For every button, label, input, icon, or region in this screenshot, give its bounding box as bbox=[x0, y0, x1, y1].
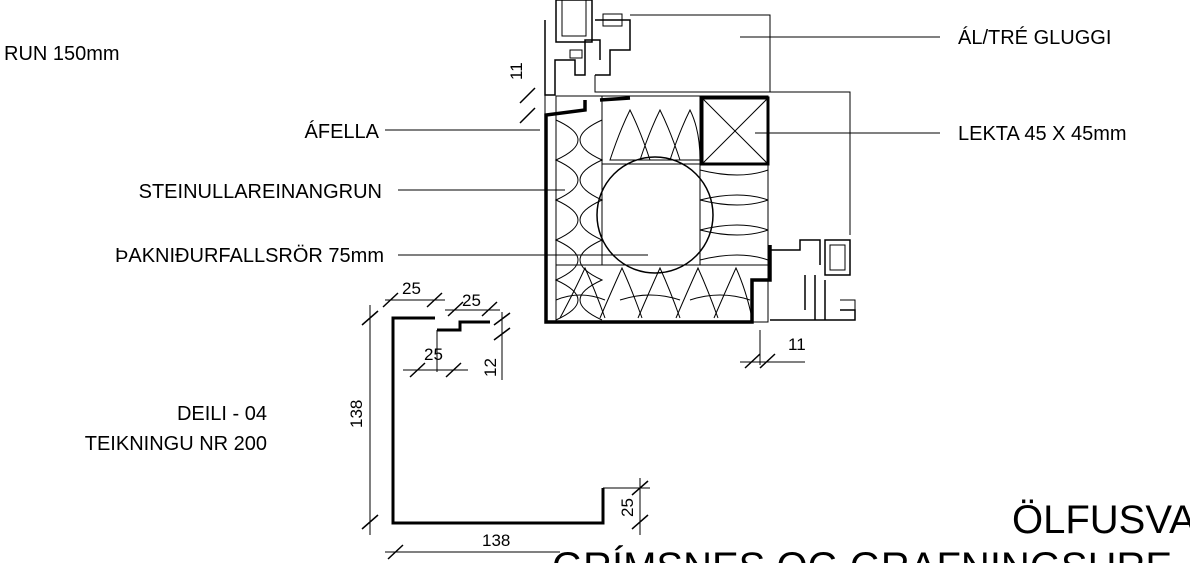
window-frame-top bbox=[544, 0, 851, 235]
label-detail-ref-1: DEILI - 04 bbox=[177, 403, 267, 425]
insulation-hatching bbox=[554, 108, 769, 321]
label-insulation: STEINULLAREINANGRUN bbox=[139, 181, 382, 203]
dim-flash-top-left: 25 bbox=[402, 279, 421, 298]
dim-gap-top-value: 11 bbox=[507, 62, 526, 80]
label-downpipe: ÞAKNIÐURFALLSRÖR 75mm bbox=[115, 245, 384, 267]
dim-gap-bottom: 11 bbox=[740, 330, 806, 369]
window-frame-bottom bbox=[770, 239, 856, 321]
label-flashing: ÁFELLA bbox=[305, 120, 380, 143]
dim-flash-top-right: 25 bbox=[462, 291, 481, 310]
dim-flash-step-height: 12 bbox=[481, 358, 500, 377]
downpipe-circle bbox=[596, 156, 714, 274]
dim-flash-lip: 25 bbox=[618, 498, 637, 517]
label-batten: LEKTA 45 X 45mm bbox=[958, 123, 1127, 145]
label-window: ÁL/TRÉ GLUGGI bbox=[958, 26, 1111, 49]
dim-gap-bottom-value: 11 bbox=[788, 335, 806, 354]
batten-45x45 bbox=[700, 96, 770, 166]
flashing-profile: 25 25 25 12 138 138 25 bbox=[347, 279, 650, 560]
wall-section bbox=[544, 95, 772, 324]
label-detail-ref-2: TEIKNINGU NR 200 bbox=[85, 433, 267, 455]
title-line-1: ÖLFUSVA bbox=[1012, 498, 1190, 542]
dim-flash-width: 138 bbox=[482, 531, 510, 550]
dim-gap-top: 11 bbox=[507, 40, 546, 130]
dim-flash-step-width: 25 bbox=[424, 345, 443, 364]
leader-lines bbox=[385, 36, 940, 256]
dim-flash-height: 138 bbox=[347, 400, 366, 428]
label-insulation-thickness: RUN 150mm bbox=[4, 43, 120, 65]
title-line-2: GRÍMSNES OG GRAFNINGSHRE bbox=[552, 544, 1172, 563]
